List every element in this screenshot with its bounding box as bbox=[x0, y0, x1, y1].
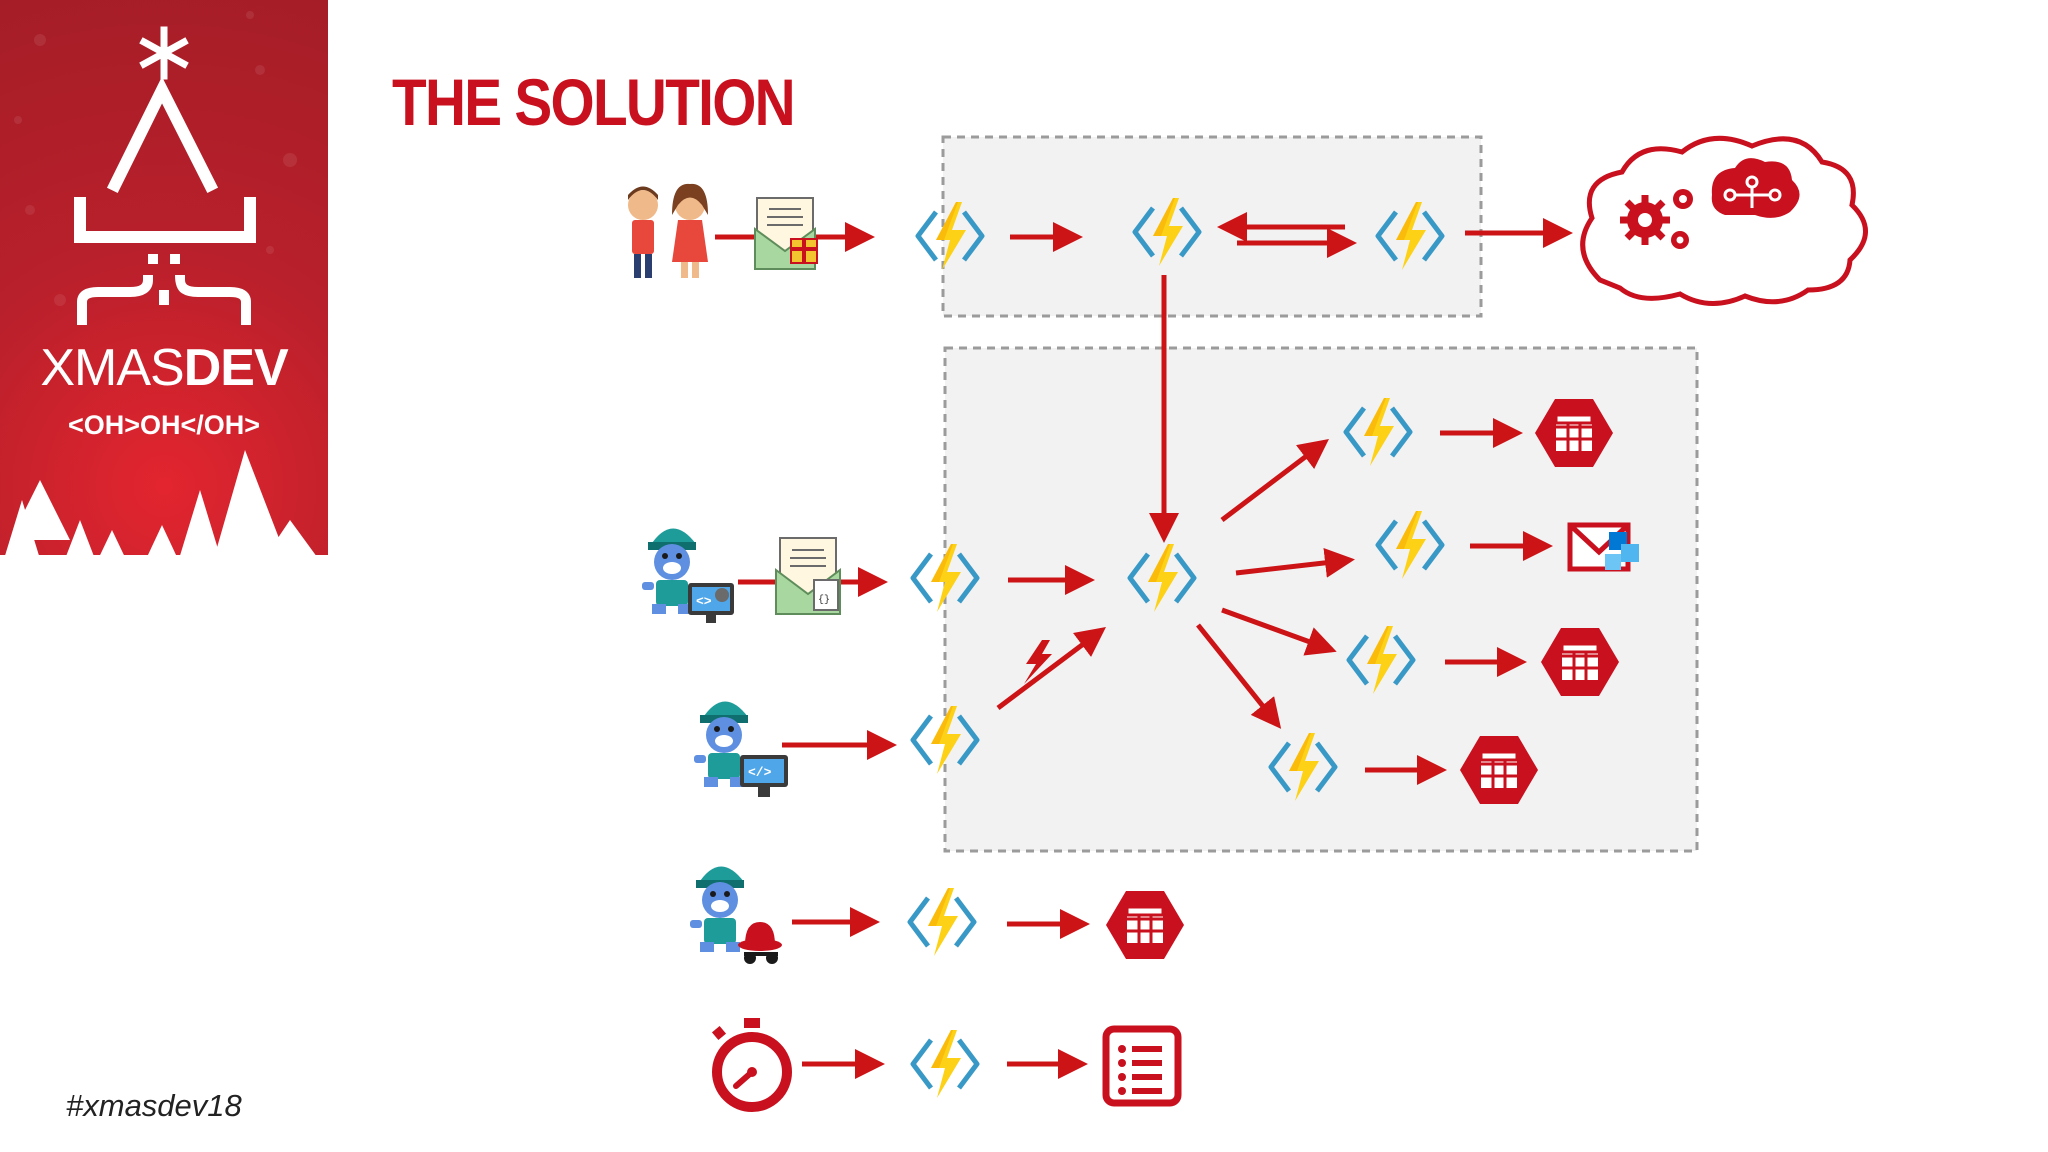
letter-json-icon: {} bbox=[775, 537, 841, 615]
svg-text:<>: <> bbox=[696, 594, 712, 609]
spark-icon bbox=[1024, 640, 1052, 684]
list-document-icon bbox=[1102, 1025, 1182, 1107]
kids-icon bbox=[628, 183, 708, 278]
brand-name: XMASDEV bbox=[40, 339, 288, 397]
letter-gift-icon bbox=[754, 197, 818, 270]
xmasdev-logo-icon bbox=[74, 26, 256, 325]
page-title: THE SOLUTION bbox=[392, 65, 796, 139]
top-function-group bbox=[941, 135, 1483, 318]
brand-tagline: <OH>OH</OH> bbox=[67, 410, 261, 440]
email-queue-icon bbox=[1567, 522, 1639, 572]
cognitive-services-cloud-icon bbox=[1580, 135, 1868, 307]
elf-api-icon: </> bbox=[694, 701, 788, 797]
arrow bbox=[1220, 438, 1329, 522]
svg-text:</>: </> bbox=[748, 765, 772, 780]
tree-silhouettes bbox=[0, 450, 328, 572]
sidebar-banner: XMASDEV <OH>OH</OH> bbox=[0, 0, 328, 572]
stopwatch-icon bbox=[711, 1018, 792, 1112]
azure-function-icon bbox=[913, 1030, 977, 1098]
arrow bbox=[1196, 623, 1282, 729]
table-storage-icon bbox=[1104, 889, 1186, 961]
sidebar-art bbox=[0, 11, 328, 572]
elf-disguise-icon bbox=[690, 866, 782, 964]
arrow bbox=[996, 627, 1106, 710]
arrow bbox=[1221, 607, 1337, 656]
hashtag: #xmasdev18 bbox=[66, 1088, 242, 1123]
arrow bbox=[1235, 547, 1355, 578]
elf-developer-icon: <> bbox=[642, 528, 734, 623]
svg-text:{}: {} bbox=[818, 594, 830, 606]
azure-function-icon bbox=[910, 888, 974, 956]
